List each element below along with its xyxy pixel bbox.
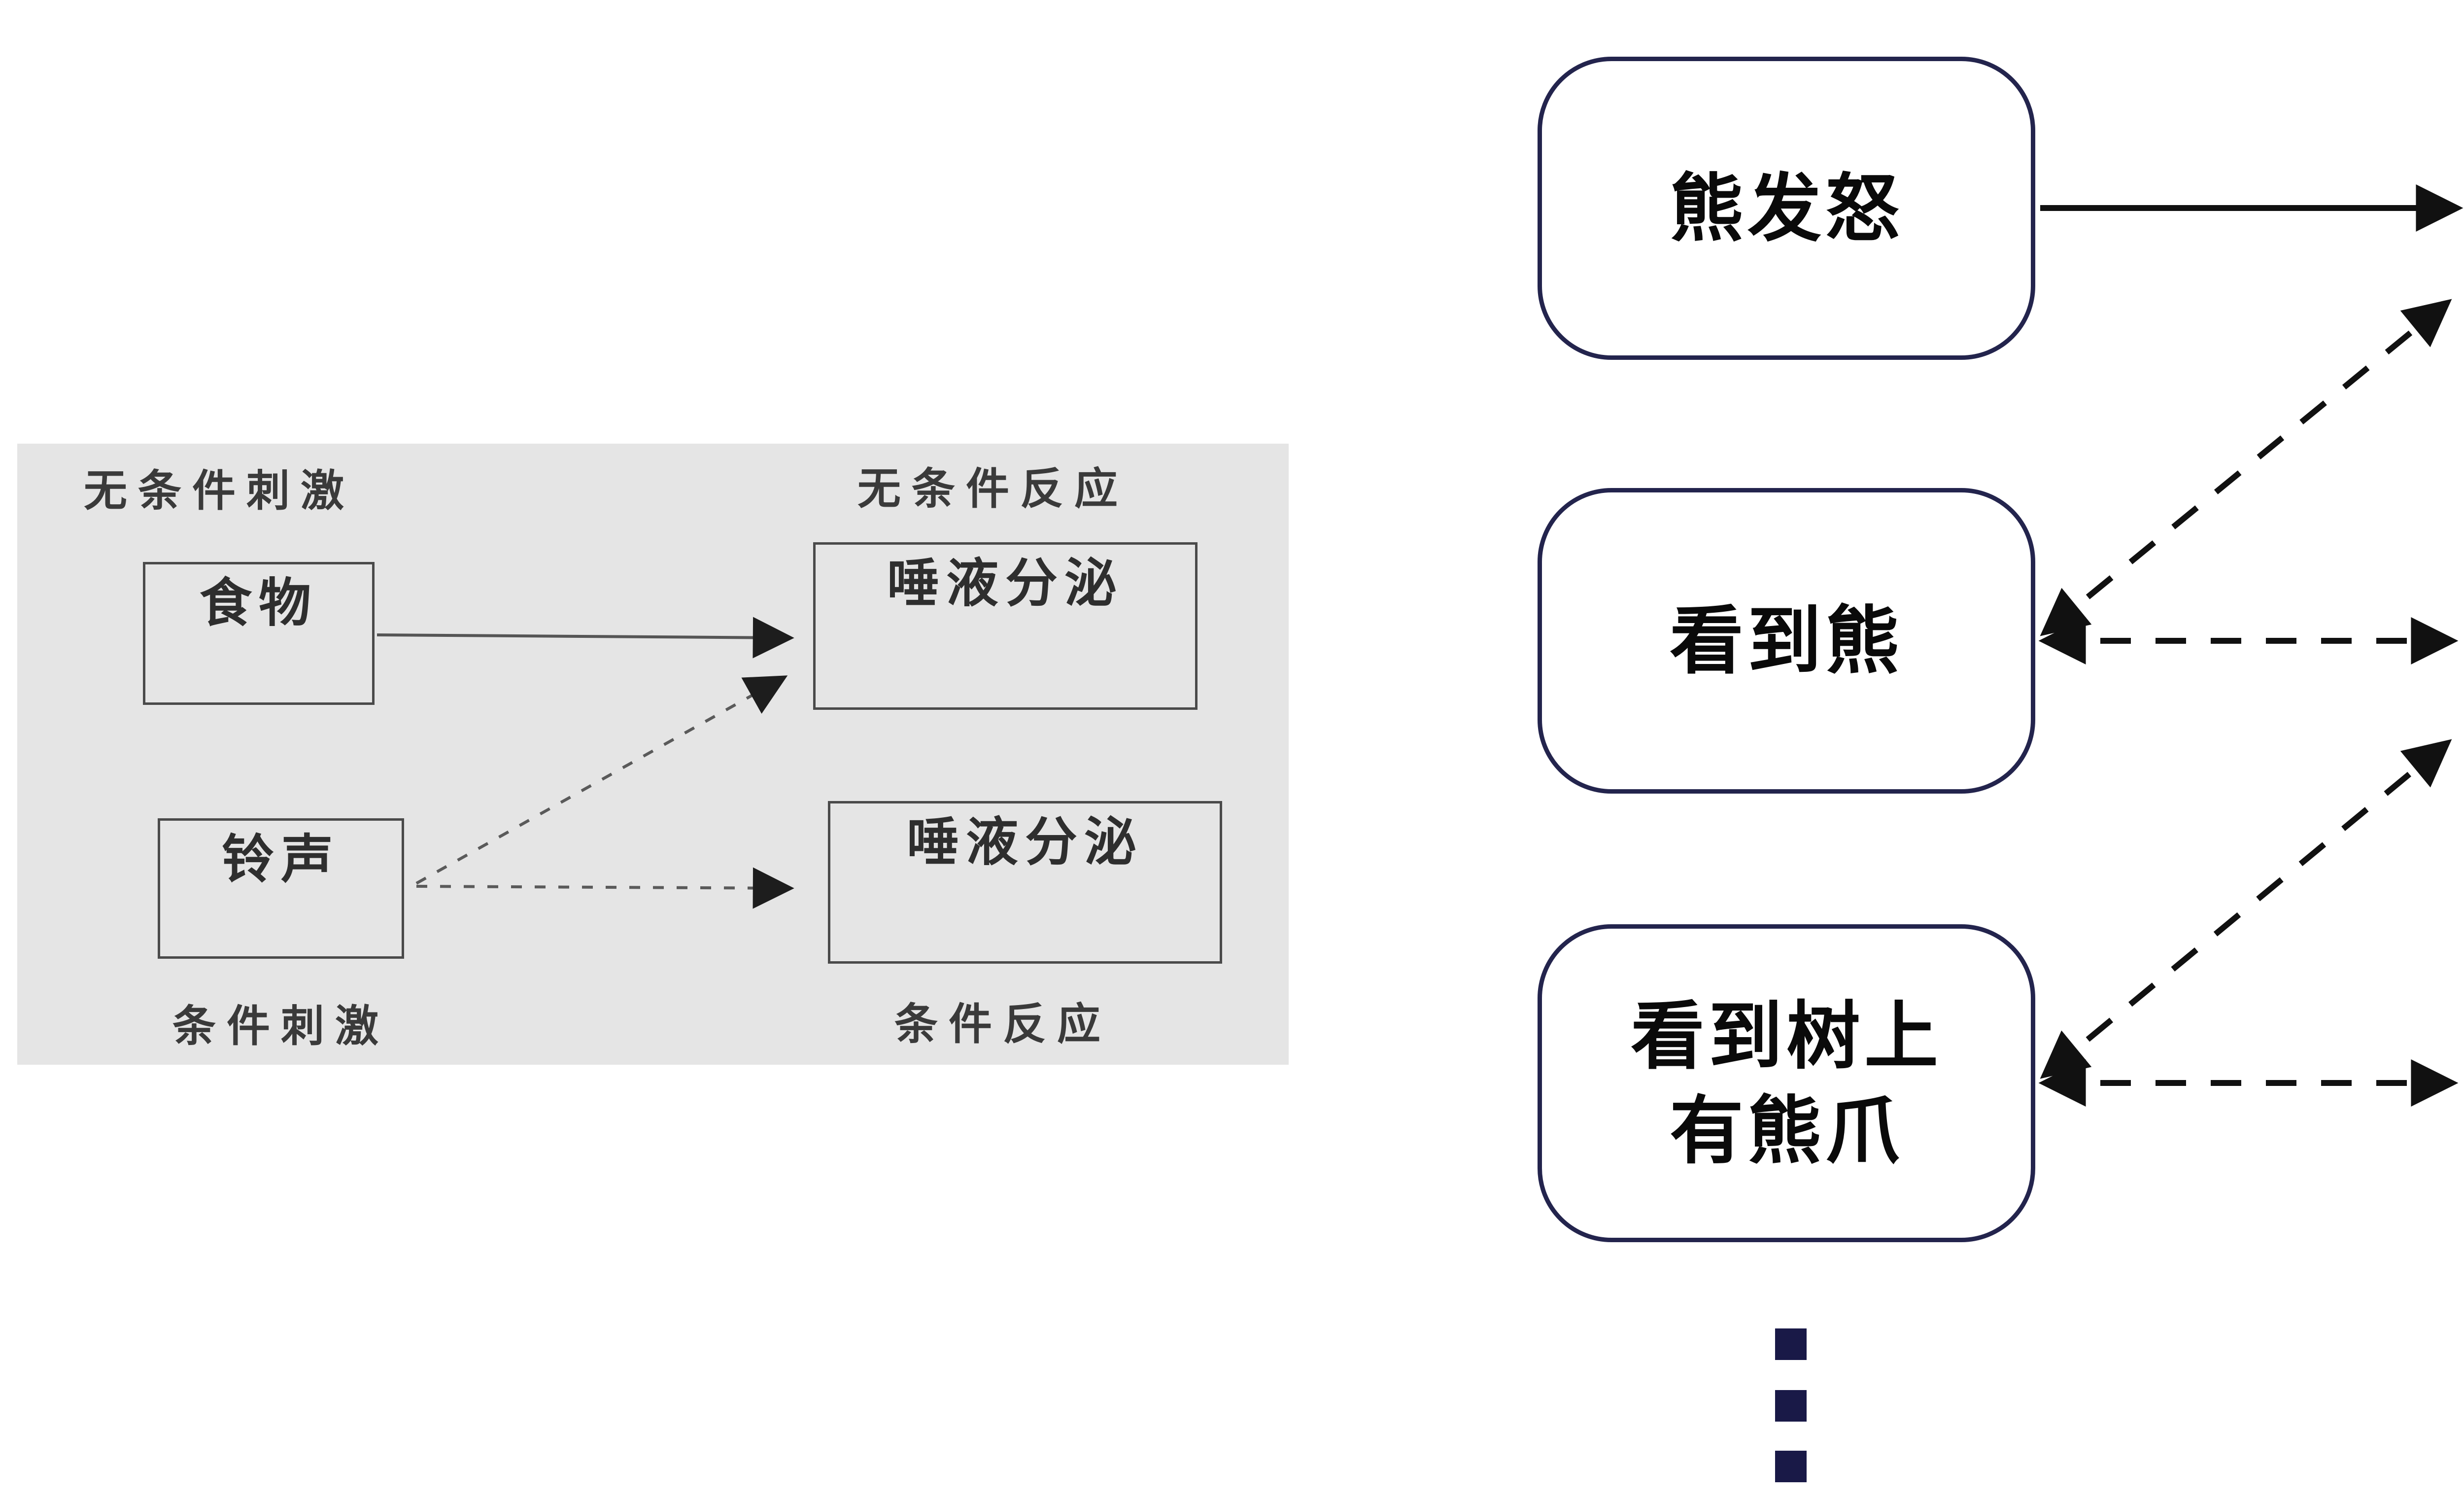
state-see-claws-label-line1: 看到树上 — [1630, 994, 1942, 1078]
box-food-label: 食物 — [200, 574, 318, 632]
state-box-see-claws: 看到树上 有熊爪 — [1538, 924, 2035, 1242]
arrow-see-bear-to-reward-dashed — [2040, 299, 2452, 636]
arrow-food-to-salivation — [376, 617, 794, 659]
ellipsis-left-dot-3 — [1775, 1451, 1807, 1482]
state-see-claws-label-line2: 有熊爪 — [1669, 1089, 1903, 1172]
ellipsis-left-dot-2 — [1775, 1390, 1807, 1422]
ellipsis-left-dot-1 — [1775, 1328, 1807, 1360]
arrow-see-claws-to-v-next-dashed — [2040, 739, 2452, 1079]
box-salivation-top-label: 唾液分泌 — [887, 555, 1124, 613]
box-salivation-bottom: 唾液分泌 — [828, 801, 1222, 964]
state-bear-angry-label: 熊发怒 — [1669, 167, 1903, 250]
arrow-bell-to-salivation-top-dashed — [415, 675, 788, 885]
label-conditioned-response: 条件反应 — [894, 1000, 1112, 1048]
box-bell-label: 铃声 — [222, 831, 340, 889]
box-salivation-bottom-label: 唾液分泌 — [907, 813, 1143, 872]
label-unconditioned-response: 无条件反应 — [857, 464, 1129, 513]
state-box-see-bear: 看到熊 — [1538, 488, 2035, 794]
label-conditioned-stimulus: 条件刺激 — [172, 1002, 390, 1050]
state-box-bear-angry: 熊发怒 — [1538, 57, 2035, 360]
box-bell: 铃声 — [158, 818, 404, 959]
arrow-bell-to-salivation-bottom-dashed — [416, 867, 794, 909]
label-unconditioned-stimulus: 无条件刺激 — [84, 466, 355, 515]
box-salivation-top: 唾液分泌 — [813, 542, 1198, 710]
state-see-bear-label: 看到熊 — [1669, 599, 1903, 682]
box-food: 食物 — [143, 562, 375, 705]
